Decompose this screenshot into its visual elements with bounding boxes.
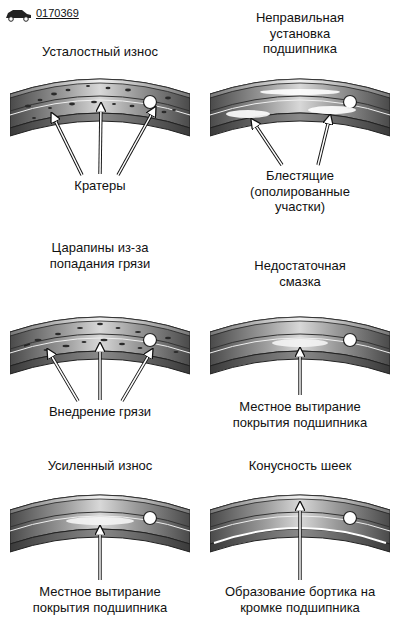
- polished-areas: [308, 106, 356, 114]
- leader-arrows: [122, 350, 152, 401]
- leader-arrows: [118, 108, 155, 175]
- leader-arrows: [99, 344, 101, 400]
- crater-marks: [69, 103, 75, 106]
- polished-areas: [260, 89, 340, 95]
- crater-marks: [130, 105, 135, 107]
- leader-arrows: [118, 108, 155, 175]
- panel-title: Усиленный износ: [20, 458, 180, 474]
- crater-marks: [66, 89, 71, 91]
- dirt-marks: [77, 327, 83, 329]
- leader-arrows: [48, 350, 78, 401]
- dirt-marks: [174, 351, 179, 353]
- dirt-marks: [165, 337, 171, 339]
- leader-arrows: [298, 349, 301, 395]
- leader-arrows: [99, 527, 101, 580]
- leader-arrows: [52, 114, 82, 175]
- crater-marks: [25, 105, 31, 108]
- crater-marks: [38, 99, 43, 101]
- dirt-marks: [82, 341, 87, 343]
- crater-marks: [112, 103, 116, 105]
- leader-arrows: [98, 527, 101, 580]
- crater-marks: [162, 111, 167, 113]
- dirt-marks: [119, 343, 125, 345]
- panel-title: Царапины из-за попадания грязи: [44, 240, 156, 271]
- panel-title: Неправильная установка подшипника: [235, 10, 365, 57]
- car-icon: [24, 17, 29, 22]
- crater-marks: [51, 93, 57, 96]
- leader-arrows: [122, 350, 152, 401]
- dirt-marks: [24, 344, 30, 346]
- wear-patch: [66, 517, 134, 525]
- dirt-marks: [116, 327, 121, 329]
- callout-label: Местное вытирание покрытия подшипника: [24, 584, 176, 615]
- leader-arrows: [52, 114, 82, 175]
- leader-arrows: [98, 344, 101, 400]
- bearing-shell: [210, 79, 390, 136]
- wear-patch: [272, 339, 328, 347]
- car-icon: [9, 17, 14, 22]
- leader-arrows: [252, 120, 282, 165]
- crater-marks: [125, 89, 131, 92]
- leader-arrows: [318, 116, 330, 165]
- callout-label: Кратеры: [40, 178, 160, 194]
- panel-title: Усталостный износ: [7, 44, 193, 60]
- crater-marks: [91, 101, 97, 104]
- crater-marks: [86, 85, 90, 87]
- polished-areas: [226, 110, 270, 118]
- polished-areas: [226, 89, 356, 118]
- callout-label: Блестящие (ополированные участки): [240, 168, 360, 215]
- dirt-marks: [35, 339, 42, 341]
- callout-label: Образование бортика на кромке подшипника: [224, 584, 376, 615]
- figure-code: 0170369: [36, 7, 116, 20]
- leader-arrows: [48, 350, 78, 401]
- leader-arrows: [100, 104, 101, 174]
- dirt-marks: [63, 345, 70, 347]
- crater-marks: [48, 107, 52, 109]
- crater-marks: [32, 117, 36, 119]
- leader-arrows: [299, 503, 301, 580]
- crater-marks: [172, 109, 176, 111]
- leader-arrows: [298, 503, 301, 580]
- bearing-shell: [210, 79, 390, 136]
- dirt-marks: [138, 347, 143, 349]
- leader-arrows: [318, 116, 330, 165]
- callout-label: Местное вытирание покрытия подшипника: [224, 399, 376, 430]
- crater-marks: [165, 97, 171, 100]
- dirt-marks: [55, 333, 61, 335]
- dirt-marks: [97, 323, 103, 325]
- leader-arrows: [100, 104, 101, 174]
- dirt-marks: [101, 339, 108, 341]
- crater-marks: [106, 87, 111, 89]
- panel-title: Конусность шеек: [220, 458, 380, 474]
- dirt-marks: [135, 331, 141, 333]
- car-icon: [6, 10, 31, 21]
- leader-arrows: [299, 349, 301, 395]
- callout-label: Внедрение грязи: [25, 404, 175, 420]
- panel-title: Недостаточная смазка: [245, 258, 355, 289]
- leader-arrows: [252, 120, 282, 165]
